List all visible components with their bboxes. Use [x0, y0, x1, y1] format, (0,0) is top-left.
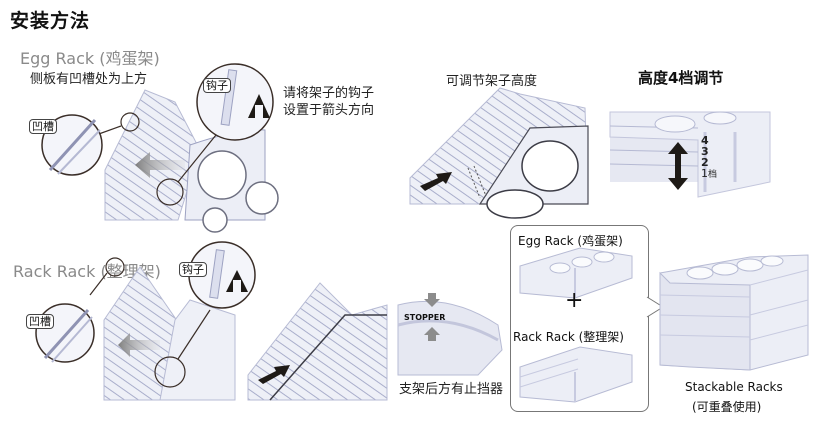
level-4: 4 — [701, 134, 709, 147]
stopper-up-arrow-icon — [424, 327, 440, 341]
push-arrow-icon — [420, 172, 452, 191]
plus-sign: + — [565, 288, 584, 313]
egg-hole — [197, 150, 247, 200]
detail-marker — [156, 178, 184, 206]
levels-title: 高度4档调节 — [638, 69, 724, 87]
detail-marker — [120, 112, 140, 132]
adjust-illustration — [409, 87, 589, 219]
level-2: 2 — [701, 156, 709, 169]
egg-hole — [202, 207, 228, 233]
adjust-panel-shape — [247, 282, 388, 401]
stopper-down-arrow-icon — [424, 293, 440, 307]
stopper-caption: 支架后方有止挡器 — [399, 382, 504, 397]
stack-caption-cn: (可重叠使用) — [692, 400, 762, 414]
combo-rack-rack-image — [519, 346, 633, 403]
groove-tag: 凹槽 — [29, 119, 57, 134]
combo-egg-label: Egg Rack (鸡蛋架) — [518, 234, 623, 248]
push-arrow-icon — [258, 365, 290, 384]
up-arrow-icon — [226, 270, 248, 292]
levels-illustration — [609, 111, 771, 198]
insert-arrow-icon — [118, 333, 160, 357]
egg-hole — [245, 181, 279, 215]
stackable-racks-image — [659, 254, 809, 371]
stopper-label: STOPPER — [404, 313, 446, 322]
level-3: 3 — [701, 145, 709, 158]
page-title: 安装方法 — [10, 10, 91, 32]
insert-arrow-icon — [135, 152, 185, 178]
height-double-arrow-icon — [668, 142, 688, 190]
detail-marker — [105, 257, 125, 277]
level-1-number: 1 — [701, 167, 708, 180]
groove-top-note: 侧板有凹槽处为上方 — [30, 72, 148, 87]
stopper-illustration — [397, 293, 503, 376]
hook-tag: 钩子 — [179, 262, 207, 277]
side-panel-shape — [104, 89, 201, 221]
rack-tray-shape — [159, 299, 236, 401]
combo-box — [510, 225, 649, 412]
up-arrow-icon — [248, 94, 270, 118]
hook-tag: 钩子 — [203, 78, 231, 93]
detail-marker — [154, 356, 186, 388]
combo-rack-label: Rack Rack (整理架) — [513, 330, 624, 344]
level-list: 4 3 2 1档 — [701, 135, 717, 181]
egg-rack-heading: Egg Rack (鸡蛋架) — [20, 49, 160, 68]
level-1: 1档 — [701, 168, 717, 181]
egg-rack-illustration — [41, 63, 279, 233]
combo-egg-rack-image — [519, 247, 633, 299]
groove-tag: 凹槽 — [26, 314, 54, 329]
egg-hole — [521, 140, 579, 192]
hook-note-line1: 请将架子的钩子 — [283, 86, 375, 101]
level-unit: 档 — [708, 170, 718, 180]
stack-caption-en: Stackable Racks — [685, 380, 783, 394]
hook-note-line2: 设置于箭头方向 — [283, 103, 375, 118]
adjust-caption: 可调节架子高度 — [446, 74, 538, 89]
egg-hole — [486, 189, 544, 219]
